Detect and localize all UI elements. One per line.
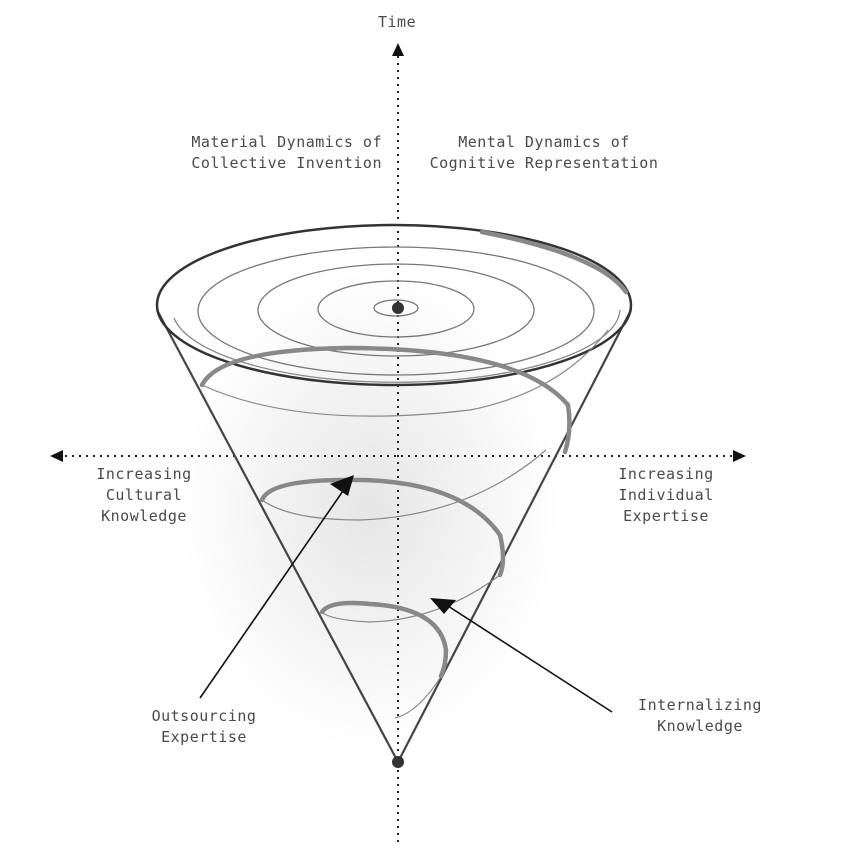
internalizing-arrowhead	[430, 598, 456, 614]
cone-rim	[155, 223, 633, 387]
left-quadrant-line-1: Material Dynamics of	[191, 133, 382, 151]
time-axis-label: Time	[378, 13, 417, 31]
outsourcing-arrowhead	[330, 475, 354, 496]
right-axis-label: Increasing Individual Expertise	[586, 464, 746, 527]
internalizing-arrow	[447, 605, 613, 713]
internalizing-line-1: Internalizing	[638, 696, 762, 714]
outsourcing-line-1: Outsourcing	[151, 707, 257, 725]
left-axis-line-3: Knowledge	[101, 507, 187, 525]
right-quadrant-line-1: Mental Dynamics of	[458, 133, 630, 151]
top-spiral-rings	[197, 246, 595, 376]
internalizing-label: Internalizing Knowledge	[620, 695, 780, 737]
left-quadrant-title: Material Dynamics of Collective Inventio…	[150, 132, 382, 174]
internalizing-line-2: Knowledge	[657, 717, 743, 735]
left-axis-label: Increasing Cultural Knowledge	[64, 464, 224, 527]
outsourcing-arrow	[199, 487, 346, 699]
right-quadrant-title: Mental Dynamics of Cognitive Representat…	[406, 132, 682, 174]
time-axis-arrowhead	[392, 43, 404, 56]
top-point	[392, 302, 404, 314]
right-axis-line-3: Expertise	[623, 507, 709, 525]
left-axis-line-2: Cultural	[105, 486, 183, 504]
cone-left-edge	[156, 309, 399, 763]
cone-right-edge	[397, 309, 632, 763]
top-spiral-outer	[173, 309, 621, 383]
spiral-front-segments	[199, 229, 629, 679]
apex-point	[392, 756, 404, 768]
right-axis-line-1: Increasing	[618, 465, 714, 483]
left-axis-line-1: Increasing	[96, 465, 192, 483]
outsourcing-label: Outsourcing Expertise	[124, 706, 284, 748]
horizontal-axis-right-arrowhead	[733, 450, 746, 462]
horizontal-axis-left-arrowhead	[50, 450, 63, 462]
cone-shadow	[180, 270, 560, 750]
right-quadrant-line-2: Cognitive Representation	[429, 154, 659, 172]
left-quadrant-line-2: Collective Invention	[191, 154, 382, 172]
right-axis-line-2: Individual	[618, 486, 714, 504]
outsourcing-line-2: Expertise	[161, 728, 247, 746]
